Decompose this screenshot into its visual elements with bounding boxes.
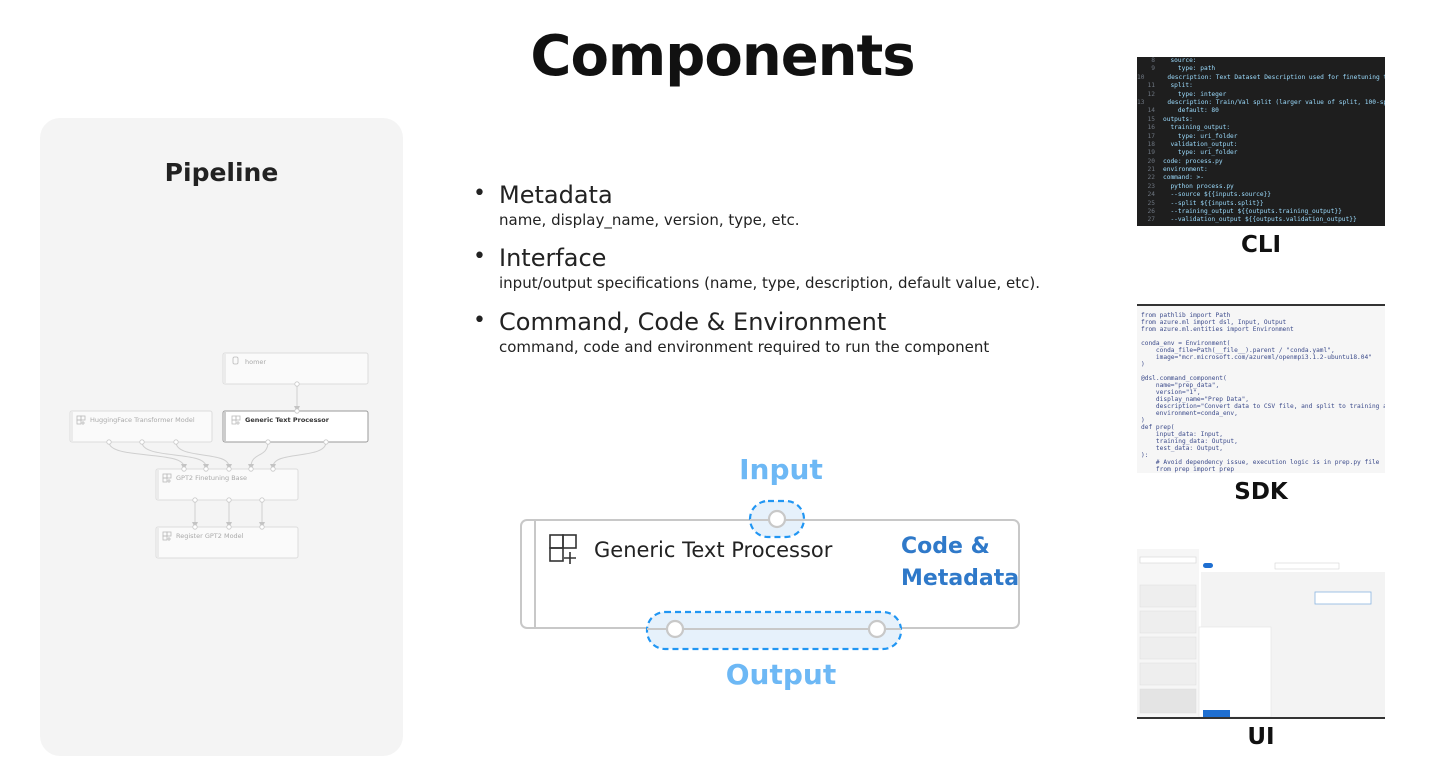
code-line: conda_env = Environment( (1141, 340, 1231, 347)
output-label: Output (726, 658, 836, 691)
svg-text:Generic Text Processor: Generic Text Processor (245, 416, 330, 424)
code-line: 12 type: integer (1147, 90, 1227, 98)
input-port-highlight[interactable] (748, 499, 806, 539)
code-line: 25 --split ${{inputs.split}} (1147, 199, 1264, 207)
code-line: # Avoid dependency issue, execution logi… (1141, 459, 1380, 466)
component-icon (549, 534, 577, 564)
bullet-dot: • (473, 181, 486, 206)
code-line: 13 description: Train/Val split (larger … (1137, 98, 1385, 106)
sdk-label: SDK (1234, 479, 1288, 505)
code-line: from prep import prep (1141, 466, 1235, 473)
bullet-dot: • (473, 308, 486, 333)
code-line: 26 --training_output ${{outputs.training… (1147, 208, 1342, 216)
code-line: input_data: Input, (1141, 431, 1223, 438)
pipeline-node-register-gpt2-model[interactable]: Register GPT2 Model (155, 526, 299, 559)
svg-text:HuggingFace Transformer Model: HuggingFace Transformer Model (90, 416, 195, 424)
code-line: test_data: Output, (1141, 445, 1223, 452)
code-line: version="1", (1141, 389, 1201, 396)
svg-text:Metadata: Metadata (901, 566, 1019, 591)
code-line: training_data: Output, (1141, 438, 1238, 445)
code-line: from azure.ml import dsl, Input, Output (1141, 319, 1287, 326)
ui-designer-screenshot (1137, 549, 1385, 719)
svg-text:Register GPT2 Model: Register GPT2 Model (176, 532, 244, 540)
code-line: 23 python process.py (1147, 182, 1234, 190)
pipeline-title: Pipeline (164, 158, 279, 187)
dataset-icon (232, 356, 239, 365)
cli-label: CLI (1240, 232, 1282, 258)
pipeline-node-gpt2-finetuning-base[interactable]: GPT2 Finetuning Base (155, 468, 299, 501)
slide-title: Components (530, 24, 915, 89)
svg-text:Generic Text Processor: Generic Text Processor (594, 538, 833, 562)
code-line: conda_file=Path(__file__).parent / "cond… (1141, 347, 1335, 354)
code-line: 17 type: uri_folder (1147, 132, 1238, 140)
code-line: 19 type: uri_folder (1147, 149, 1238, 157)
code-line: 16 training_output: (1147, 124, 1231, 132)
pipeline-node-generic-text-processor[interactable]: Generic Text Processor (222, 410, 369, 443)
code-line (1137, 368, 1385, 375)
code-line: ) (1141, 361, 1145, 368)
pipeline-ports (106, 381, 329, 530)
code-line: image="mcr.microsoft.com/azureml/openmpi… (1141, 354, 1372, 361)
bullet-dot: • (473, 244, 486, 269)
code-line: display_name="Prep Data", (1141, 396, 1250, 403)
code-line: 27 --validation_output ${{outputs.valida… (1147, 216, 1357, 224)
code-line: description="Convert data to CSV file, a… (1155, 403, 1385, 410)
output-port (867, 619, 887, 639)
code-line: 10 description: Text Dataset Description… (1137, 73, 1385, 81)
input-label: Input (739, 453, 823, 486)
svg-text:GPT2 Finetuning Base: GPT2 Finetuning Base (176, 474, 247, 482)
code-line: 24 --source ${{inputs.source}} (1147, 191, 1272, 199)
code-line: 9 type: path (1151, 65, 1216, 73)
code-line: 18 validation_output: (1147, 140, 1238, 148)
code-line: 8 source: (1151, 57, 1197, 64)
code-line: from pathlib import Path (1141, 312, 1231, 319)
code-line: name="prep_data", (1141, 382, 1220, 389)
code-line: 14 default: 80 (1147, 107, 1219, 115)
ui-label: UI (1247, 724, 1275, 750)
code-line: def prep( (1141, 424, 1175, 431)
code-line: ): (1141, 452, 1149, 459)
code-line: 11 split: (1147, 82, 1193, 90)
svg-text:homer: homer (245, 358, 266, 366)
code-line (1137, 333, 1385, 340)
svg-text:Code &: Code & (901, 534, 990, 559)
code-line: ) (1141, 417, 1145, 424)
code-line: environment=conda_env, (1141, 410, 1238, 417)
pipeline-node-homer[interactable]: homer (222, 352, 369, 385)
output-port (665, 619, 685, 639)
output-port-highlight[interactable] (645, 610, 903, 651)
component-node[interactable]: Generic Text Processor Code & Metadata (520, 519, 1020, 629)
pipeline-node-huggingface[interactable]: HuggingFace Transformer Model (69, 410, 213, 443)
code-line: @dsl.command_component( (1141, 375, 1227, 382)
code-line: from azure.ml.entities import Environmen… (1141, 326, 1294, 333)
input-port (767, 509, 787, 529)
